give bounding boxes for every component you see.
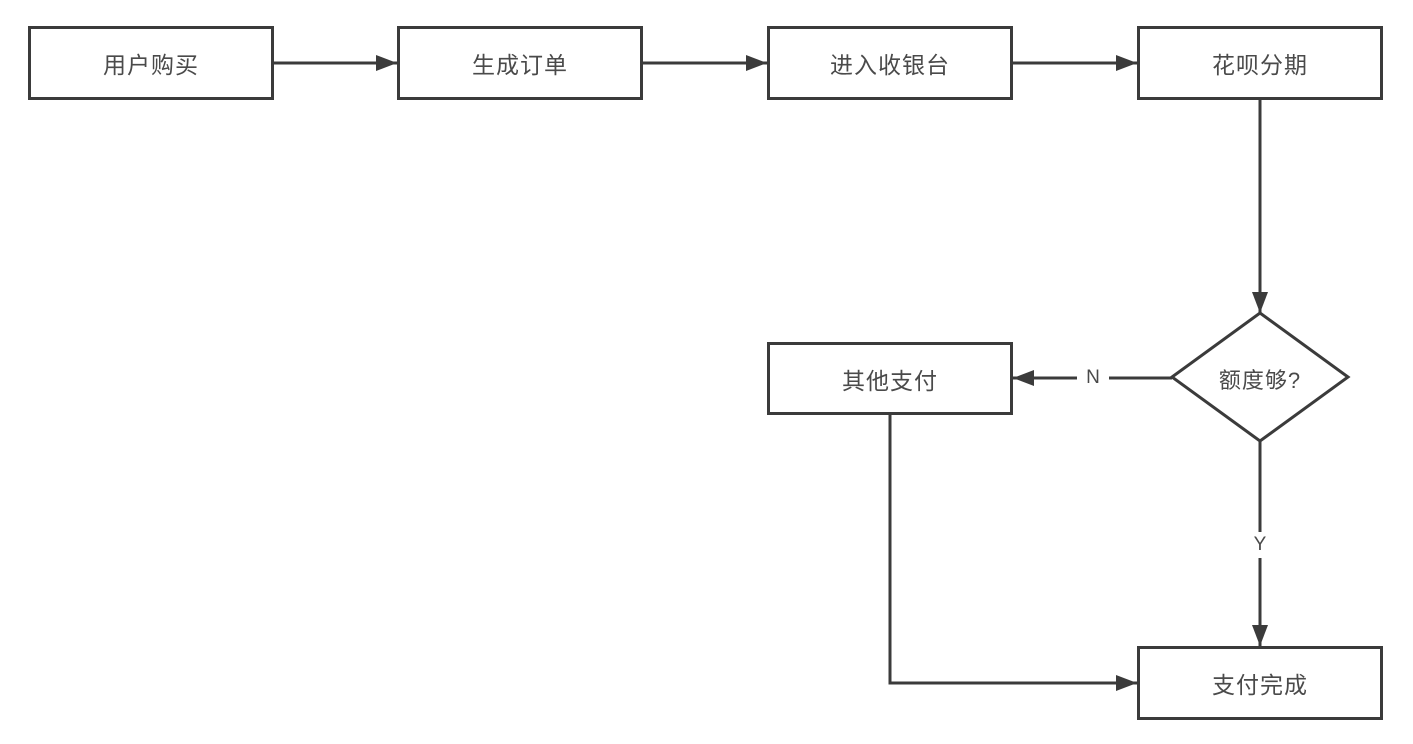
edge-other-payment-to-payment-complete xyxy=(888,414,1137,691)
node-other-payment: 其他支付 xyxy=(767,342,1013,415)
node-enter-cashier: 进入收银台 xyxy=(767,26,1013,100)
node-huabei-installment: 花呗分期 xyxy=(1137,26,1383,100)
node-user-purchase-label: 用户购买 xyxy=(103,52,199,78)
node-generate-order: 生成订单 xyxy=(397,26,643,100)
edge-label-yes: Y xyxy=(1244,532,1276,558)
node-enter-cashier-label: 进入收银台 xyxy=(830,52,950,78)
node-payment-complete-label: 支付完成 xyxy=(1212,672,1308,698)
node-huabei-installment-label: 花呗分期 xyxy=(1212,52,1308,78)
node-generate-order-label: 生成订单 xyxy=(472,52,568,78)
decision-diamond-shape xyxy=(1169,311,1351,443)
node-payment-complete: 支付完成 xyxy=(1137,646,1383,720)
node-user-purchase: 用户购买 xyxy=(28,26,274,100)
node-quota-decision-label: 额度够? xyxy=(1218,368,1302,393)
node-other-payment-label: 其他支付 xyxy=(842,367,938,394)
edge-label-no: N xyxy=(1077,365,1109,391)
